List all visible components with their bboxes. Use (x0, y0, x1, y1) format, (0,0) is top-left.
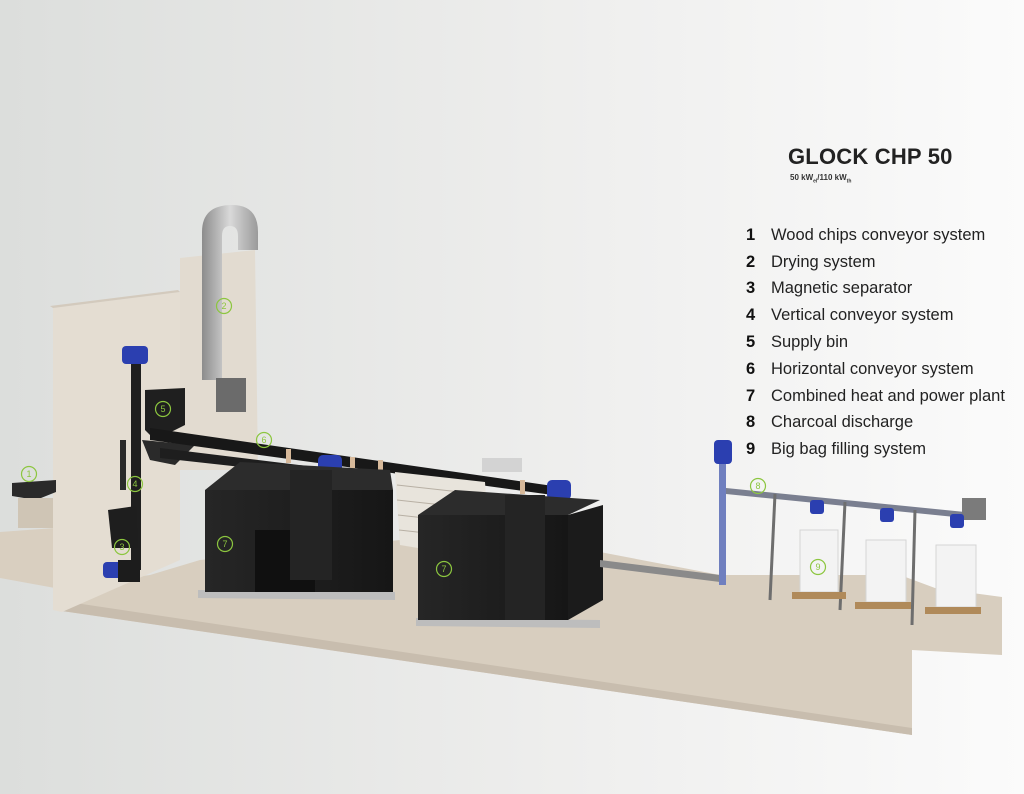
chp-unit-1-column (290, 470, 332, 580)
bag-motor-1 (810, 500, 824, 514)
callout-3-label: 3 (119, 542, 124, 552)
wood-chips-conveyor (12, 480, 56, 500)
callout-1 (20, 465, 38, 483)
chimney-vent (216, 378, 246, 412)
legend-label: Charcoal discharge (771, 413, 914, 432)
legend-item: 6 Horizontal conveyor system (746, 356, 1005, 383)
legend-label: Big bag filling system (771, 440, 926, 459)
thermal-rating-sub: th (846, 178, 852, 185)
motor-base (118, 560, 140, 582)
legend-label: Combined heat and power plant (771, 386, 1005, 405)
legend-label: Vertical conveyor system (771, 306, 954, 325)
legend-item: 7 Combined heat and power plant (746, 383, 1005, 410)
legend-label: Supply bin (771, 333, 849, 352)
wood-chips-pedestal (18, 498, 53, 528)
big-bag-2 (865, 539, 907, 603)
big-bag-3 (935, 544, 977, 608)
pipe-ring-d (520, 480, 525, 494)
bag-motor-3 (950, 514, 964, 528)
legend-label: Horizontal conveyor system (771, 359, 974, 378)
bag-motor-2 (880, 508, 894, 522)
legend-number: 1 (746, 225, 756, 244)
callout-2-label: 2 (221, 301, 226, 311)
callout-8-label: 8 (755, 481, 760, 491)
legend-item: 3 Magnetic separator (746, 276, 1005, 303)
callout-7b (435, 560, 453, 578)
big-bag-1 (799, 529, 839, 593)
motor-top (122, 346, 148, 364)
legend-item: 2 Drying system (746, 249, 1005, 276)
callout-5 (154, 400, 172, 418)
legend-number: 9 (746, 440, 756, 459)
legend-number: 2 (746, 252, 756, 271)
page-title: GLOCK CHP 50 (788, 144, 953, 169)
legend-number: 8 (746, 413, 756, 432)
back-wall-side (50, 290, 180, 308)
callout-7a-label: 7 (222, 539, 227, 549)
supply-bin (145, 388, 185, 440)
conveyor-end-box (962, 498, 986, 520)
callout-8 (749, 477, 767, 495)
legend-item: 8 Charcoal discharge (746, 410, 1005, 437)
callout-6 (255, 431, 273, 449)
conveyor-motor-2 (547, 480, 571, 500)
component-legend: 1 Wood chips conveyor system 2 Drying syst… (746, 222, 1005, 463)
chp-unit-2-base (416, 618, 600, 628)
callout-5-label: 5 (160, 404, 165, 414)
callout-1-label: 1 (26, 469, 31, 479)
charcoal-vertical-pipe (719, 460, 726, 585)
legend-item: 1 Wood chips conveyor system (746, 222, 1005, 249)
thermal-rating: 110 kW (819, 173, 847, 182)
callout-7b-label: 7 (441, 564, 446, 574)
pallet-2 (855, 602, 911, 609)
callout-2 (215, 297, 233, 315)
legend-label: Magnetic separator (771, 279, 913, 298)
chimney-duct (202, 205, 258, 380)
legend-number: 3 (746, 279, 756, 298)
pipe-ring-b (350, 457, 355, 471)
callout-3 (113, 538, 131, 556)
electric-rating-sub: el (813, 178, 818, 185)
title-block: GLOCK CHP 50 50 kWel/110 kWth (788, 144, 953, 185)
floor-left-ledge (0, 528, 55, 588)
legend-item: 9 Big bag filling system (746, 436, 1005, 463)
chp-unit-1-base (198, 590, 395, 600)
vertical-conveyor-pipe (131, 360, 141, 570)
pallet-1 (792, 592, 846, 599)
legend-label: Drying system (771, 252, 876, 271)
pipe-ring-a (286, 449, 291, 463)
chp-unit-2-side (568, 505, 603, 620)
legend-number: 7 (746, 386, 756, 405)
power-rating: 50 kWel/110 kWth (790, 173, 953, 185)
callout-4 (126, 475, 144, 493)
back-wall-front (53, 292, 180, 612)
callouts (20, 297, 827, 578)
electric-rating: 50 kW (790, 173, 814, 182)
legend-item: 5 Supply bin (746, 329, 1005, 356)
legend-number: 4 (746, 306, 756, 325)
legend-item: 4 Vertical conveyor system (746, 302, 1005, 329)
rating-separator: / (817, 173, 820, 182)
pipe-ring-c (378, 460, 383, 474)
charcoal-motor (714, 440, 732, 464)
pallet-3 (925, 607, 981, 614)
vertical-conveyor-support (120, 440, 126, 490)
callout-9-label: 9 (815, 562, 820, 572)
grating-rail (482, 458, 522, 472)
legend-number: 6 (746, 359, 756, 378)
callout-4-label: 4 (132, 479, 137, 489)
legend-number: 5 (746, 333, 756, 352)
floor-edge-shadow (55, 600, 912, 735)
charcoal-pipe (600, 560, 720, 582)
magnetic-separator (108, 506, 138, 548)
chp-unit-2-column (505, 495, 545, 620)
callout-7a (216, 535, 234, 553)
callout-9 (809, 558, 827, 576)
callout-6-label: 6 (261, 435, 266, 445)
legend-label: Wood chips conveyor system (771, 225, 986, 244)
